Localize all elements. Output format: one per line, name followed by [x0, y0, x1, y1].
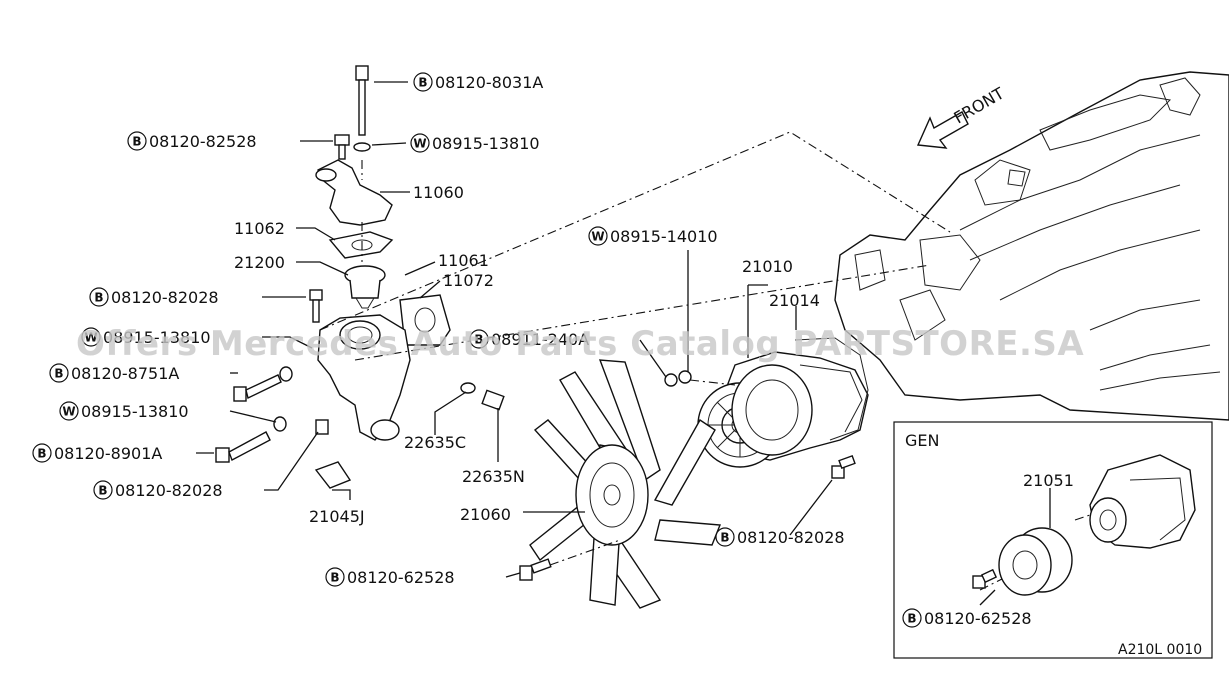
watermark-text: Offers Mercedes Auto Parts Catalog PARTS…	[76, 324, 1084, 364]
leader-lines	[196, 81, 1051, 606]
part-number: 08915-13810	[81, 402, 189, 421]
part-number: 08120-8751A	[71, 364, 179, 383]
inset-title: GEN	[905, 431, 939, 450]
badge-letter: B	[98, 484, 107, 498]
badge-letter: W	[413, 137, 426, 151]
callout: W 08915-14010	[588, 226, 718, 246]
callout-badge	[89, 287, 109, 307]
water-pump-drawing	[664, 337, 869, 479]
callout-badge	[413, 72, 433, 92]
badge-letter: B	[418, 76, 427, 90]
callout: 21060	[460, 505, 511, 524]
assembly-lines	[319, 131, 1091, 591]
callout: W 08915-13810	[59, 401, 189, 421]
part-number: 08915-13810	[432, 134, 540, 153]
cooling-fan-drawing	[519, 359, 722, 609]
part-number: 08915-13810	[103, 328, 211, 347]
badge-letter: B	[720, 531, 729, 545]
callout: 21014	[769, 291, 820, 310]
part-number: 08120-62528	[347, 568, 455, 587]
part-number: 21200	[234, 253, 285, 272]
part-number: 08120-82028	[737, 528, 845, 547]
part-number: 22635N	[462, 467, 525, 486]
callout-badge	[59, 401, 79, 421]
part-number: 11062	[234, 219, 285, 238]
callout: 22635N	[462, 467, 525, 486]
callout: 21200	[234, 253, 285, 272]
badge-letter: B	[330, 571, 339, 585]
badge-letter: B	[94, 291, 103, 305]
callout-badge	[410, 133, 430, 153]
callout-badge	[469, 329, 489, 349]
part-number: 11061	[438, 251, 489, 270]
badge-letter: W	[84, 331, 97, 345]
part-number: 11060	[413, 183, 464, 202]
part-number: 08911-240A	[491, 330, 589, 349]
part-number: 08120-8031A	[435, 73, 543, 92]
callout: 11060	[413, 183, 464, 202]
part-number: 21014	[769, 291, 820, 310]
part-number: 08120-82028	[111, 288, 219, 307]
engine-block-drawing	[834, 71, 1229, 421]
badge-letter: W	[62, 405, 75, 419]
part-number: 21045J	[309, 507, 365, 526]
part-number: 08915-14010	[610, 227, 718, 246]
part-number: 11072	[443, 271, 494, 290]
badge-letter: W	[591, 230, 604, 244]
part-number: 21051	[1023, 471, 1074, 490]
badge-letter: B	[907, 612, 916, 626]
callout: B 08120-82028	[89, 287, 219, 307]
callout: 22635C	[404, 433, 466, 452]
callout: B 08120-62528	[902, 608, 1032, 628]
part-number: 21010	[742, 257, 793, 276]
callout-badge	[49, 363, 69, 383]
part-number: 21060	[460, 505, 511, 524]
callout-badge	[325, 567, 345, 587]
callout: B 08120-8901A	[32, 443, 162, 463]
thermostat-housing-drawing	[215, 65, 505, 489]
part-number: 08120-62528	[924, 609, 1032, 628]
callout-badge	[588, 226, 608, 246]
callout: 21045J	[309, 507, 365, 526]
callout-badge	[81, 327, 101, 347]
callout: B 08120-62528	[325, 567, 455, 587]
callout: B 08120-8031A	[413, 72, 543, 92]
callout: B 08120-82528	[127, 131, 257, 151]
callout-badge	[32, 443, 52, 463]
callout-badge	[902, 608, 922, 628]
callout: 21051	[1023, 471, 1074, 490]
diagram-code: A210L 0010	[1118, 642, 1202, 658]
gen-inset	[893, 421, 1213, 659]
callout: 11062	[234, 219, 285, 238]
callout-badge	[715, 527, 735, 547]
part-number: 22635C	[404, 433, 466, 452]
callout: B 08120-8751A	[49, 363, 179, 383]
badge-letter: B	[37, 447, 46, 461]
front-direction-arrow	[916, 111, 969, 149]
callout: W 08915-13810	[410, 133, 540, 153]
part-number: 08120-82528	[149, 132, 257, 151]
callout-badge	[127, 131, 147, 151]
part-number: 08120-82028	[115, 481, 223, 500]
callout: B 08120-82028	[715, 527, 845, 547]
badge-letter: B	[132, 135, 141, 149]
front-label: FRONT	[951, 84, 1008, 128]
callout: 11072	[443, 271, 494, 290]
callout: W 08915-13810	[81, 327, 211, 347]
part-number: 08120-8901A	[54, 444, 162, 463]
badge-letter: B	[474, 333, 483, 347]
callout: 21010	[742, 257, 793, 276]
badge-letter: B	[54, 367, 63, 381]
callout: B 08120-82028	[93, 480, 223, 500]
callout: B 08911-240A	[469, 329, 589, 349]
callout-badge	[93, 480, 113, 500]
callout: 11061	[438, 251, 489, 270]
